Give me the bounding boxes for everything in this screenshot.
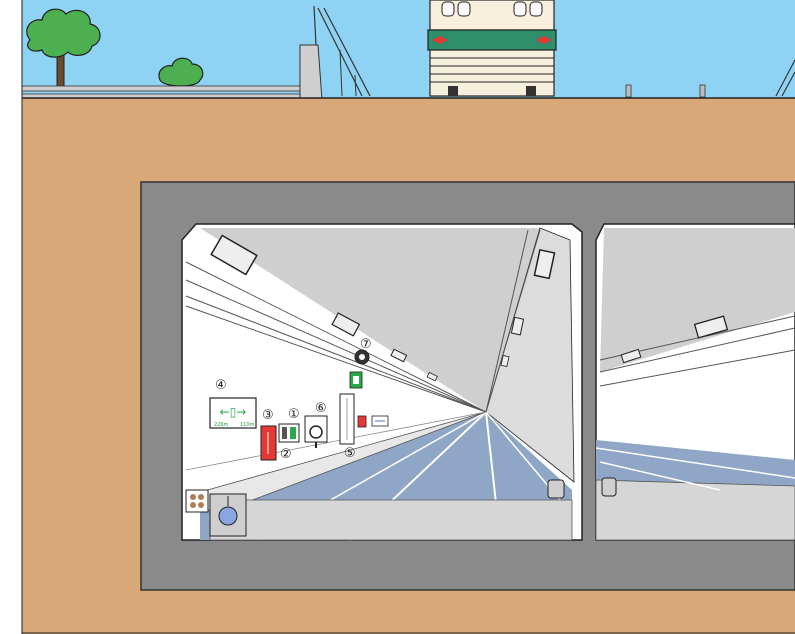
- emergency-exit-door: [340, 394, 354, 444]
- loudspeaker-icon: [355, 350, 369, 364]
- info-sign: [372, 416, 388, 426]
- sky: [22, 0, 795, 100]
- marker-6: ⑥: [315, 401, 327, 416]
- exit-sign-large: ←▯→ 226m 110m: [210, 398, 256, 428]
- hydrant-panel-icon: [279, 424, 299, 442]
- svg-text:←▯→: ←▯→: [220, 405, 247, 419]
- outlet-panel: [186, 490, 208, 512]
- marker-1: ①: [288, 407, 300, 422]
- train-icon: [428, 0, 556, 96]
- exit-sign-left-distance: 226m: [214, 422, 229, 428]
- exit-sign-right-distance: 110m: [240, 422, 255, 428]
- marker-4: ④: [215, 378, 227, 393]
- marker-3: ③: [262, 408, 274, 423]
- left-tunnel-bore: [182, 224, 582, 540]
- marker-7: ⑦: [360, 337, 372, 352]
- marker-5: ⑤: [344, 446, 356, 461]
- marker-2: ②: [280, 447, 292, 462]
- emergency-exit-sign-icon: [350, 372, 362, 388]
- small-red-box: [358, 416, 366, 427]
- fire-extinguisher-box-icon: [261, 426, 276, 460]
- right-tunnel-bore: [596, 224, 795, 540]
